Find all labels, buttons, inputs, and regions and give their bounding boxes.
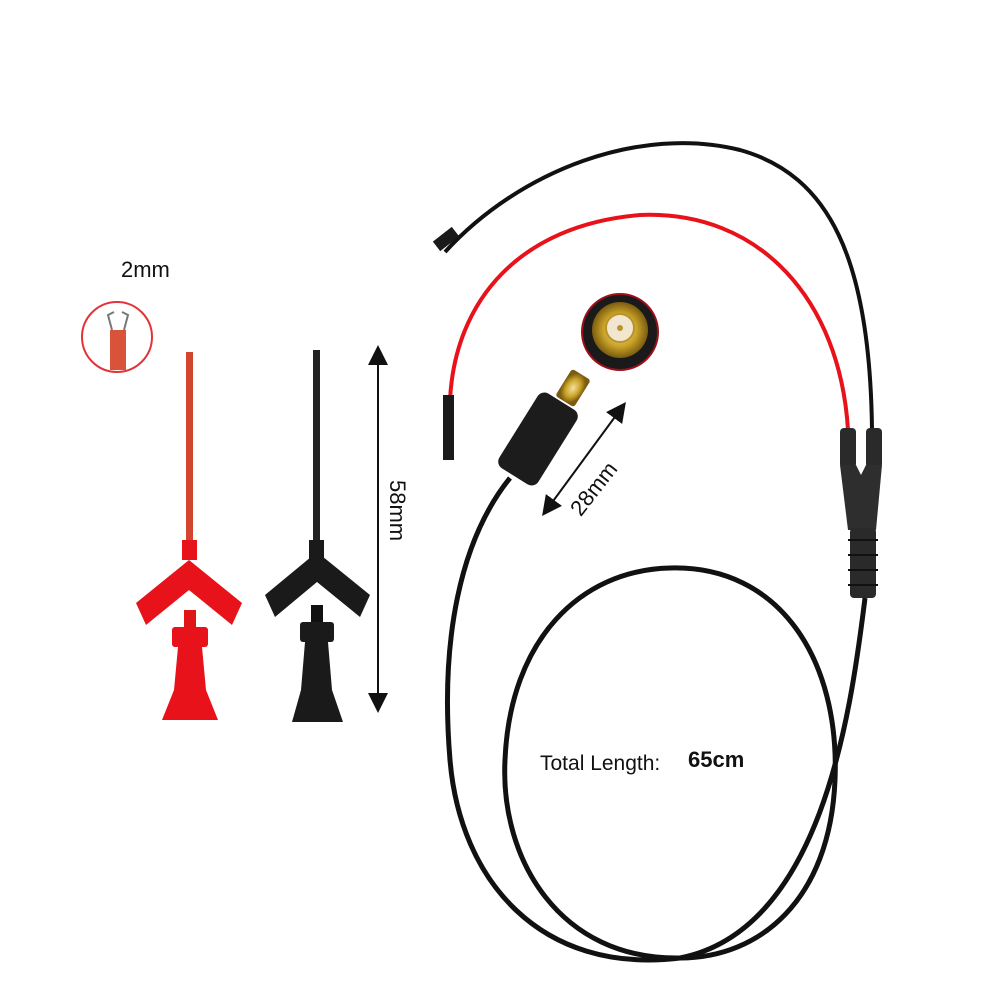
red-lead	[448, 212, 850, 431]
total-length-label: Total Length:	[540, 752, 661, 775]
red-dupont-female	[443, 395, 454, 460]
hook-tip-width-label: 2mm	[121, 257, 170, 282]
hook-tip-inset	[81, 301, 153, 373]
red-test-hook-clip	[136, 352, 242, 720]
black-test-hook-clip	[265, 350, 370, 722]
split-y-junction	[840, 428, 882, 598]
clip-length-label: 58mm	[385, 480, 410, 542]
connector-length-dimension-line	[542, 401, 626, 517]
total-length-value: 65cm	[688, 747, 745, 772]
main-cable	[445, 476, 868, 963]
black-dupont-female	[432, 226, 460, 252]
mcx-end-view	[581, 293, 659, 371]
main-cable-loop	[502, 565, 838, 961]
black-lead	[443, 141, 874, 431]
